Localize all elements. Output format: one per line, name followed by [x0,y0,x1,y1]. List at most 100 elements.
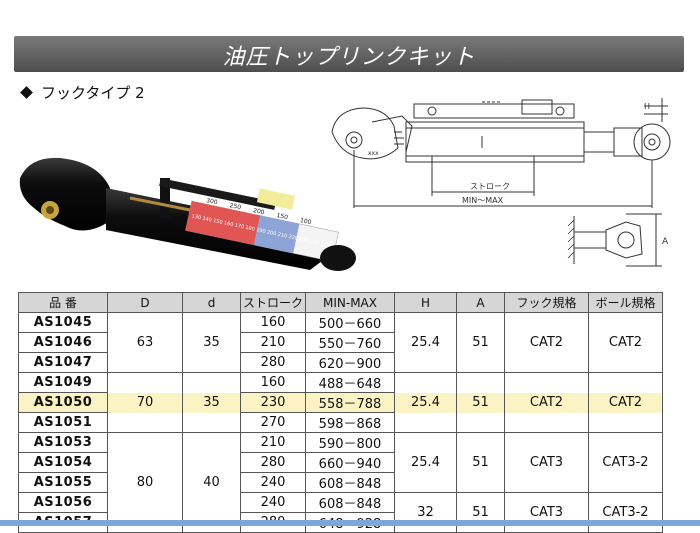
minmax-value: 608－848 [305,472,395,493]
hook-spec: CAT3 [504,492,589,533]
scale-label: 160 [223,220,234,228]
col-header: H [394,292,457,313]
minmax-value: 660－940 [305,452,395,473]
minmax-value: 620－900 [305,352,395,373]
hook-spec: CAT3 [504,432,589,493]
product-photo: 300 250 200 150 100 130 140 150 160 170 … [19,157,356,271]
minmax-value: 590－800 [305,432,395,453]
minmax-value: 608－848 [305,492,395,513]
col-header: ボール規格 [588,292,663,313]
scale-label: 300 [205,197,218,206]
stroke-label: ストローク [470,182,510,191]
ball-spec: CAT2 [588,312,663,373]
col-header: 品 番 [18,292,108,313]
scale-side-labels: 130 140 150 160 170 180 190 200 210 220 … [191,213,331,248]
stroke-value: 240 [240,492,306,513]
stroke-value: 160 [240,312,306,333]
part-number: AS1055 [18,472,108,493]
hook-spec: CAT2 [504,312,589,373]
h-value: 25.4 [394,432,457,493]
section-heading: フックタイプ 2 [20,82,145,103]
d-outer-value: 80 [107,432,183,533]
scale-label: 250 [229,202,242,211]
scale-label: 240 [309,239,320,247]
col-header: MIN-MAX [305,292,395,313]
part-number: AS1056 [18,492,108,513]
scale-label: 200 [266,229,277,237]
scale-label: 250 [320,241,331,249]
col-header: フック規格 [504,292,589,313]
stroke-value: 280 [240,452,306,473]
table-row: AS1054 280 660－940 [18,452,663,473]
minmax-label: MIN～MAX [462,196,504,205]
stroke-value: 210 [240,332,306,353]
col-header: d [182,292,241,313]
table-row: AS1046 210 550－760 [18,332,663,353]
table-row: AS1045 63 35 160 500－660 25.4 51 CAT2 CA… [18,312,663,373]
scale-label: 190 [256,227,267,235]
scale-label: 210 [277,232,288,240]
a-dim-label: A [662,237,669,247]
d-outer-value: 70 [107,372,183,433]
scale-label: 150 [212,218,223,226]
scale-label: 220 [288,234,299,242]
stroke-value: 210 [240,432,306,453]
ball-spec: CAT3-2 [588,492,663,533]
part-number: AS1046 [18,332,108,353]
part-number: AS1051 [18,412,108,433]
ball-spec: CAT3-2 [588,432,663,493]
col-header: ストローク [240,292,306,313]
stroke-value: 240 [240,472,306,493]
a-value: 51 [456,432,505,493]
minmax-value: 488－648 [305,372,395,393]
title-banner: 油圧トップリンクキット [14,36,684,72]
section-label: フックタイプ 2 [41,84,145,102]
scale-label: 140 [202,216,213,224]
table-row-highlighted: AS1050 230 558－788 [18,392,663,413]
ball-spec: CAT2 [588,372,663,433]
page-title: 油圧トップリンクキット [222,45,476,70]
spec-table: 品 番 D d ストローク MIN-MAX H A フック規格 ボール規格 AS… [18,292,663,533]
a-value: 51 [456,492,505,533]
mark-label: xxx [368,150,379,157]
ball-detail-drawing: A [567,213,669,267]
table-header-row: 品 番 D d ストローク MIN-MAX H A フック規格 ボール規格 [18,292,663,313]
table-row: AS1049 70 35 160 488－648 25.4 51 CAT2 CA… [18,372,663,433]
scale-label: 150 [276,212,289,221]
h-value: 25.4 [394,312,457,373]
scale-label: 170 [234,223,245,231]
technical-drawing: xxx H ストローク MIN～MAX [331,98,671,208]
d-outer-value: 63 [107,312,183,373]
scale-label: 180 [245,225,256,233]
d-inner-value: 35 [182,372,241,433]
h-value: 25.4 [394,372,457,433]
part-number: AS1050 [18,392,108,413]
minmax-value: 500－660 [305,312,395,333]
part-number: AS1053 [18,432,108,453]
stroke-value: 230 [240,392,306,413]
scale-label: 200 [252,207,265,216]
part-number: AS1045 [18,312,108,333]
minmax-value: 550－760 [305,332,395,353]
col-header: A [456,292,505,313]
table-row: AS1053 80 40 210 590－800 25.4 51 CAT3 CA… [18,432,663,533]
part-number: AS1054 [18,452,108,473]
diamond-bullet-icon [20,86,33,99]
scale-top-labels: 300 250 200 150 100 [205,197,312,226]
stroke-value: 280 [240,352,306,373]
part-number: AS1049 [18,372,108,393]
col-header: D [107,292,183,313]
minmax-value: 558－788 [305,392,395,413]
bottom-accent-bar [0,520,700,526]
h-value: 32 [394,492,457,533]
a-value: 51 [456,372,505,433]
hook-spec: CAT2 [504,372,589,433]
stroke-value: 160 [240,372,306,393]
minmax-value: 598－868 [305,412,395,433]
d-inner-value: 40 [182,432,241,533]
scale-label: 230 [299,236,310,244]
scale-label: 130 [191,213,202,221]
scale-label: 100 [299,217,312,226]
a-value: 51 [456,312,505,373]
table-row: AS1055 240 608－848 [18,472,663,493]
